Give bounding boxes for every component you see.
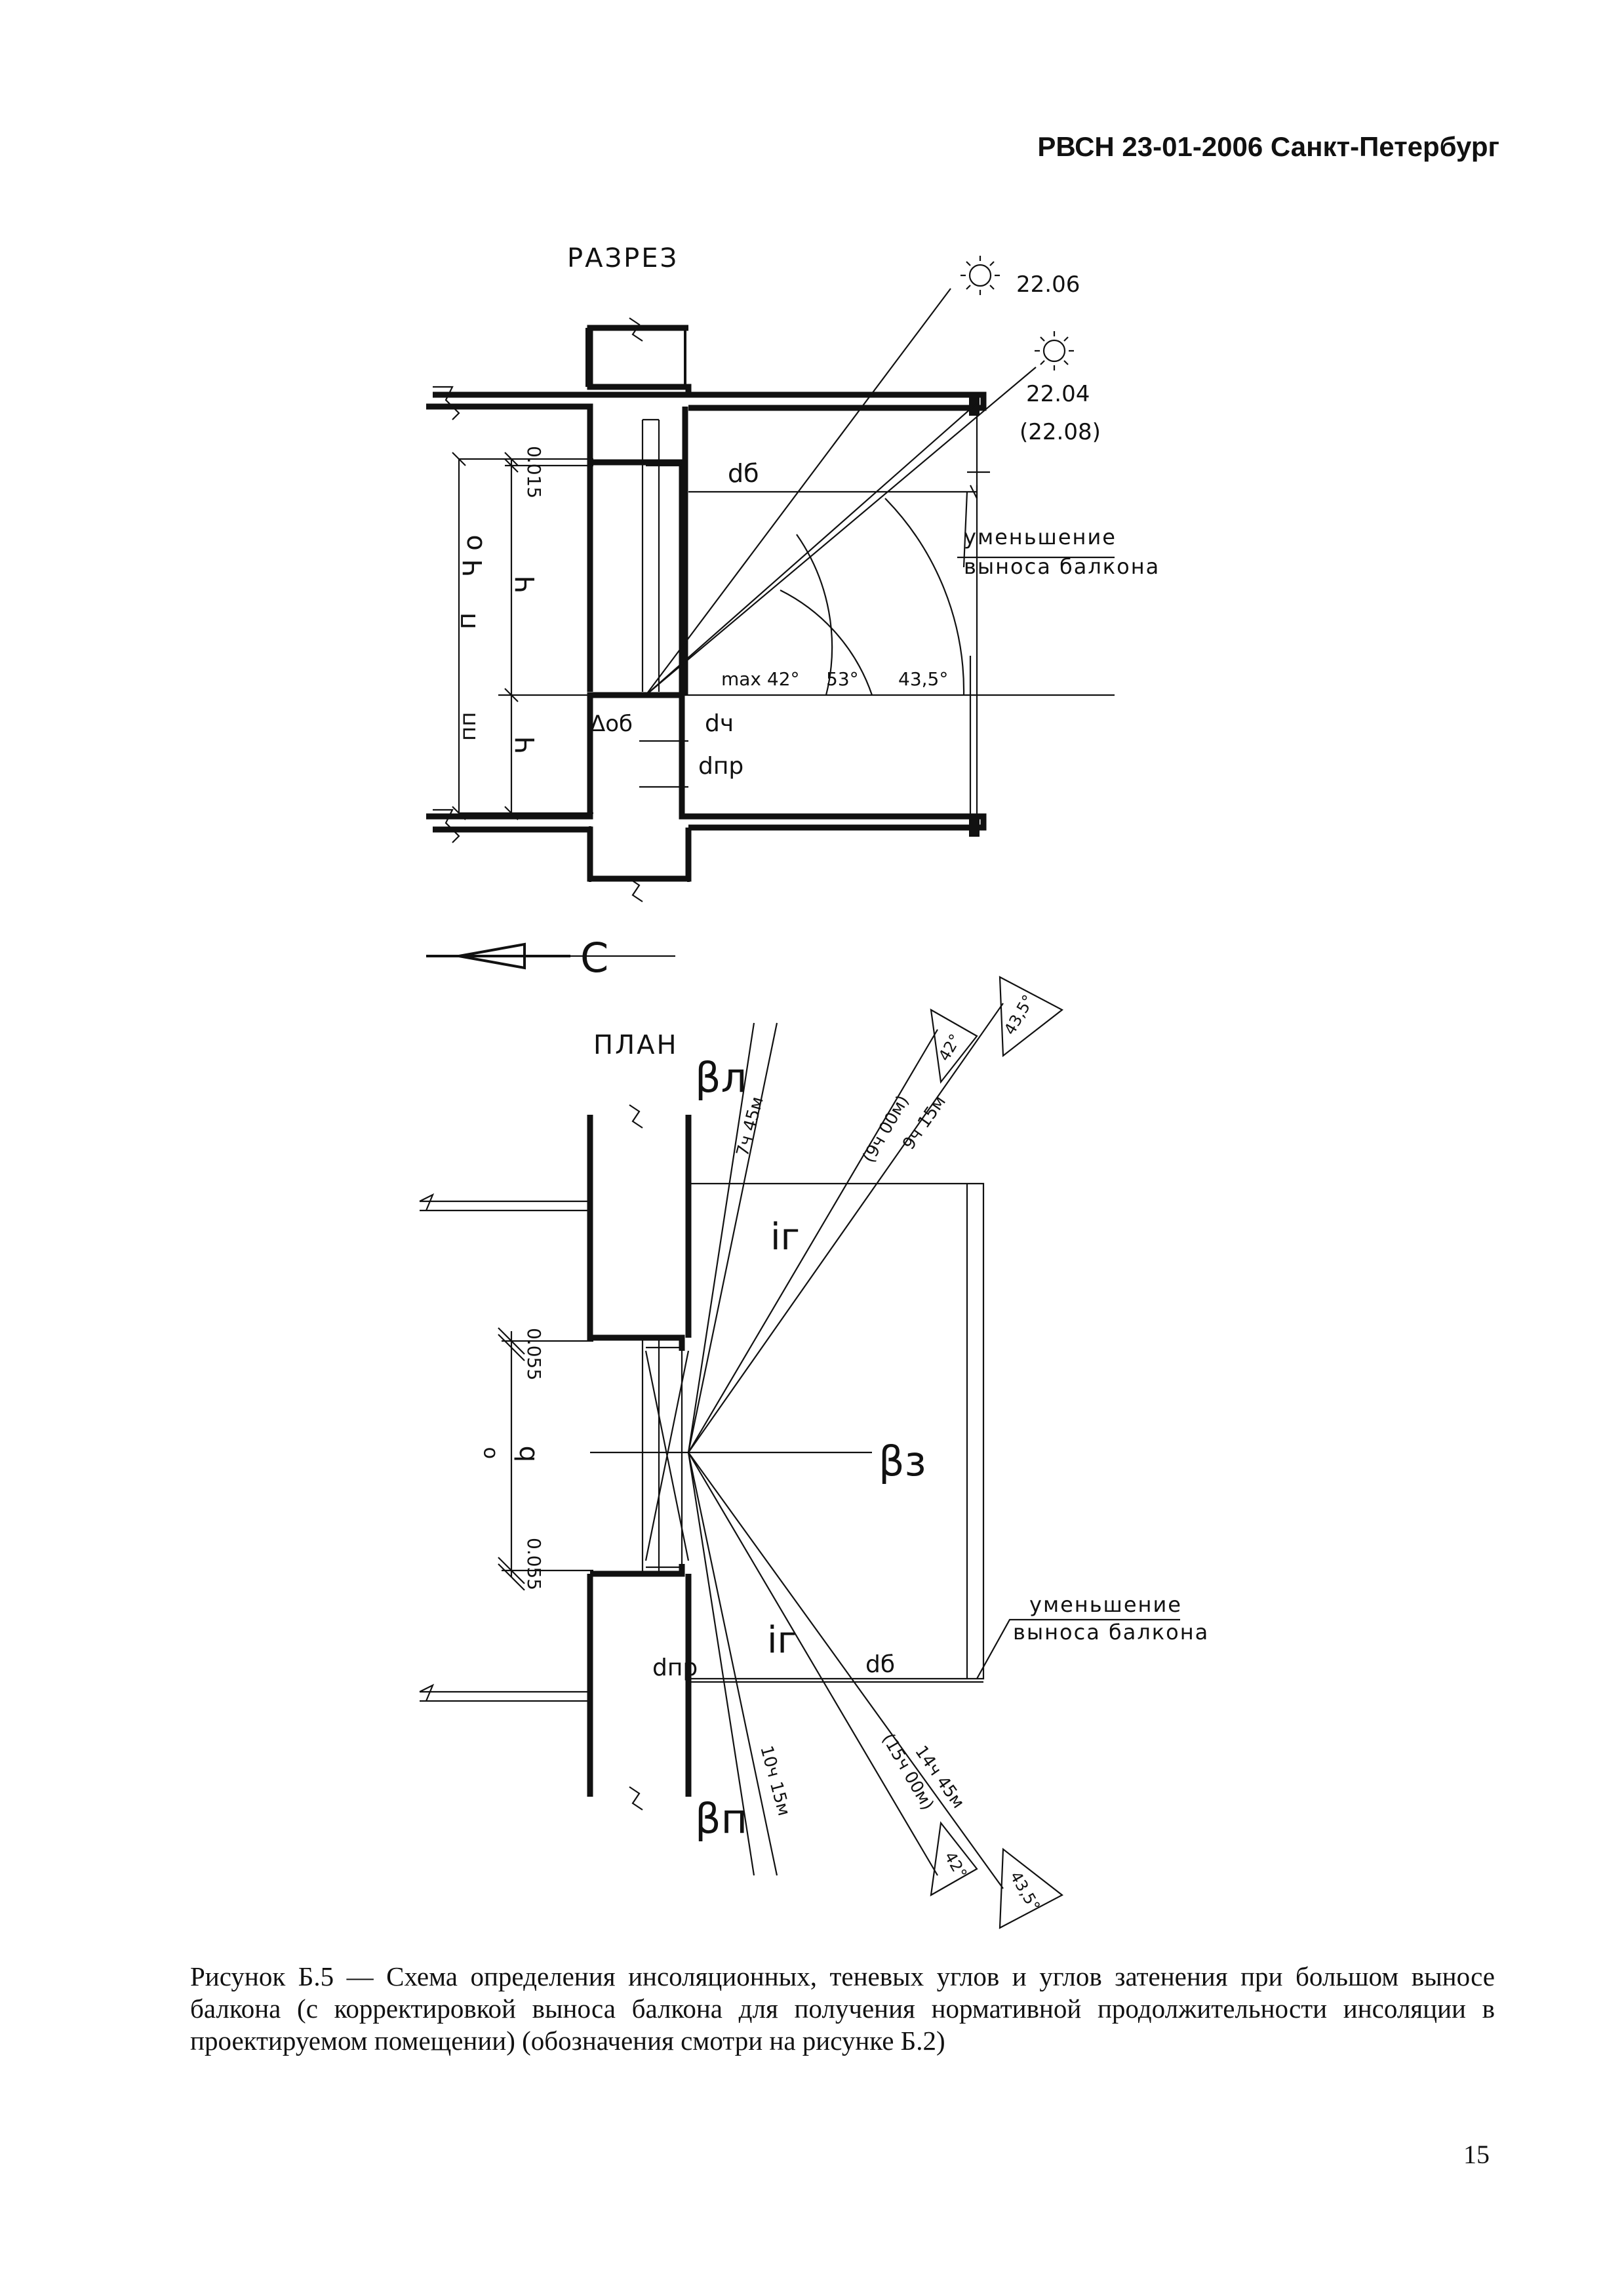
plan-sun-rays: [644, 1003, 1004, 1889]
plan-angle-triangles: [930, 976, 1064, 1929]
section-dimensions: п Ч о Ч пп Ч 0.015: [452, 446, 1115, 820]
plan-beta-l: βл: [695, 1054, 747, 1102]
section-label-dpr: dпр: [698, 753, 743, 780]
section-dch-dim: [639, 695, 688, 793]
section-note-line1: уменьшение: [964, 525, 1117, 550]
plan-dim-bottom: 0.055: [523, 1538, 545, 1590]
section-note-line2: выноса балкона: [964, 554, 1160, 579]
sun-icon-lower: [1035, 331, 1074, 370]
sun-icon-upper: [961, 256, 1000, 295]
north-symbol: С: [580, 934, 608, 982]
sun-date-upper: 22.06: [1016, 271, 1080, 298]
plan-dim-top: 0.055: [523, 1328, 545, 1380]
plan-i-upper: iг: [770, 1216, 800, 1258]
plan-label-db: dб: [865, 1651, 895, 1678]
tri-lower-1: 42°: [941, 1849, 971, 1882]
sun-date-lower: 22.04: [1026, 381, 1090, 407]
document-header: РВСН 23-01-2006 Санкт-Петербург: [1037, 131, 1499, 162]
figure-caption: Рисунок Б.5 — Схема определения инсоляци…: [190, 1961, 1495, 2056]
plan-title: ПЛАН: [593, 1030, 679, 1060]
page-number: 15: [1463, 2140, 1490, 2169]
dim-label-pp: пп: [455, 712, 481, 741]
sun-date-lower-alt: (22.08): [1020, 419, 1101, 445]
section-sun-rays: [645, 288, 1037, 816]
dim-label-h: Ч: [511, 576, 541, 593]
north-arrow-icon: [426, 942, 675, 970]
section-label-dch: dч: [705, 710, 734, 737]
section-label-db: dб: [728, 459, 759, 488]
dim-label-h2: Ч: [511, 736, 541, 754]
plan-beta-z: βз: [879, 1437, 926, 1485]
plan-i-lower: iг: [767, 1619, 797, 1662]
plan-label-dpr: dпр: [652, 1654, 698, 1681]
section-label-delta: Δоб: [590, 711, 633, 737]
tri-lower-2: 43,5°: [1006, 1868, 1044, 1915]
dim-label-top: 0.015: [523, 446, 545, 498]
section-title: РАЗРЕЗ: [567, 243, 679, 273]
plan-note-line2: выноса балкона: [1013, 1620, 1209, 1645]
ray-time-4: 10ч 15м: [756, 1744, 793, 1818]
tri-upper-2: 43,5°: [1000, 991, 1038, 1038]
tri-upper-1: 42°: [935, 1031, 965, 1064]
section-angle-max: max 42°: [721, 668, 800, 690]
section-angle-mid: 53°: [826, 668, 859, 690]
note-leader-plan: [976, 1618, 1180, 1679]
plan-dimensions: b о 0.055 0.055: [477, 1327, 872, 1591]
section-angle-right: 43,5°: [898, 668, 948, 690]
section-slabs: [426, 317, 987, 902]
plan-beta-p: βп: [695, 1795, 747, 1843]
plan-note-line1: уменьшение: [1029, 1592, 1182, 1617]
dim-label-ho: Ч о: [458, 534, 488, 577]
plan-walls: [419, 1104, 985, 1810]
dim-label-n: п: [452, 612, 482, 630]
note-leader-section: [957, 491, 1115, 568]
ray-time-2: (9ч 00м): [859, 1092, 913, 1167]
plan-dim-b: b: [511, 1446, 541, 1462]
plan-dim-o: о: [477, 1447, 500, 1459]
